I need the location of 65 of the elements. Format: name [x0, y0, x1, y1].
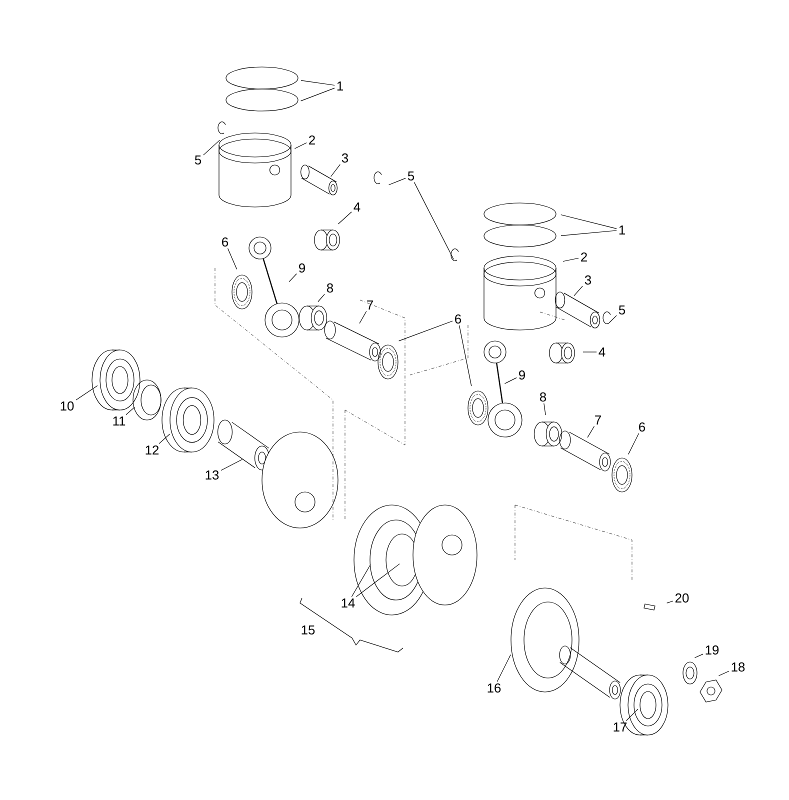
- leader-line: [666, 600, 674, 604]
- callout-number: 3: [342, 153, 348, 163]
- callout-number: 7: [367, 300, 373, 310]
- callout-number: 16: [488, 683, 501, 693]
- callout-number: 13: [206, 470, 219, 480]
- callout-number: 7: [595, 416, 601, 424]
- leader-line: [318, 294, 325, 302]
- callout-number: 5: [618, 306, 626, 315]
- callout-number: 9: [299, 263, 305, 273]
- callout-number: 12: [146, 445, 159, 455]
- callout-number: 19: [706, 645, 719, 655]
- leader-line: [294, 142, 307, 149]
- callout-number: 3: [584, 275, 592, 285]
- leader-line: [504, 377, 517, 384]
- leader-line: [587, 426, 595, 438]
- callout-number: 9: [519, 370, 525, 380]
- callout-number: 1: [337, 82, 343, 90]
- leader-line: [126, 406, 136, 416]
- callout-number: 17: [614, 722, 627, 732]
- leader-line: [458, 325, 472, 386]
- callout-number: 5: [408, 172, 414, 181]
- callout-number: 10: [60, 401, 74, 411]
- leader-line: [628, 433, 640, 455]
- leader-line: [718, 670, 730, 676]
- callout-number: 11: [113, 416, 126, 426]
- leader-line: [300, 88, 335, 102]
- callout-number: 1: [619, 226, 625, 234]
- callout-number: 5: [194, 156, 202, 165]
- leader-line: [220, 459, 243, 471]
- callout-number: 2: [309, 135, 315, 145]
- callout-number: 14: [342, 598, 355, 608]
- callout-number: 6: [455, 314, 462, 324]
- leader-line: [544, 403, 546, 416]
- leader-line: [338, 212, 352, 224]
- callout-number: 15: [302, 626, 315, 635]
- leader-line: [300, 80, 335, 86]
- callout-number: 6: [222, 237, 228, 247]
- callout-number: 6: [639, 422, 646, 432]
- callout-number: 8: [540, 392, 546, 402]
- callout-number: 2: [581, 252, 587, 262]
- callout-number: 4: [354, 202, 360, 212]
- callout-number: 20: [675, 593, 689, 603]
- callout-number: 4: [598, 348, 606, 356]
- leader-line: [330, 164, 340, 177]
- leader-line: [351, 564, 371, 598]
- leader-line: [227, 248, 238, 270]
- callout-number: 8: [326, 283, 334, 293]
- leader-line: [574, 286, 583, 296]
- leader-line: [560, 230, 617, 236]
- leader-line: [76, 385, 98, 400]
- leader-line: [398, 320, 453, 342]
- leader-line: [562, 258, 579, 262]
- leader-line: [288, 273, 297, 282]
- leader-line: [626, 708, 638, 722]
- leader-line: [203, 140, 220, 156]
- leader-line: [158, 434, 170, 444]
- leader-line: [560, 214, 617, 229]
- leader-line: [608, 315, 617, 324]
- leader-line: [359, 310, 367, 324]
- leader-line: [414, 182, 454, 260]
- leader-line: [388, 178, 406, 186]
- leader-line: [694, 654, 704, 658]
- leader-line: [496, 654, 511, 682]
- leader-line: [356, 564, 400, 598]
- callout-number: 18: [732, 662, 745, 672]
